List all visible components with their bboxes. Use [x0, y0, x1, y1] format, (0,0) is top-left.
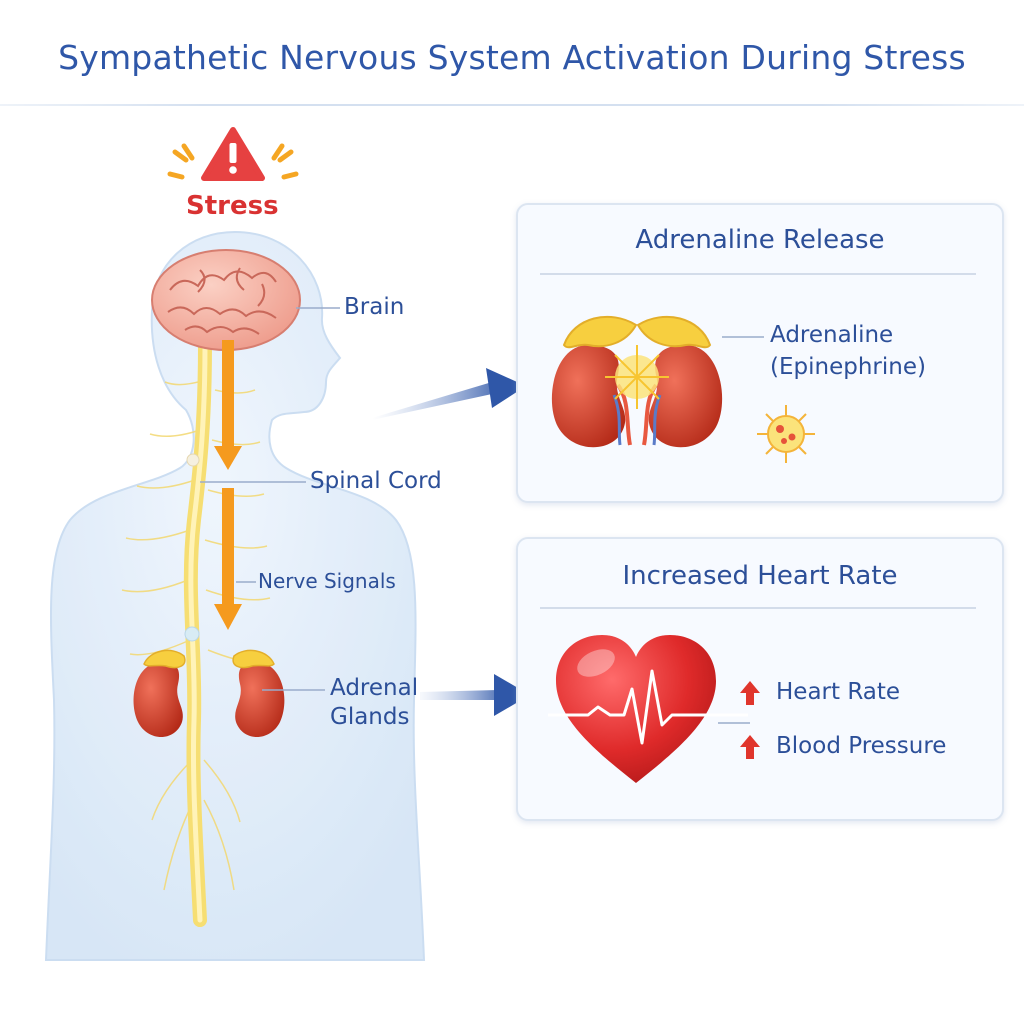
heart-rate-item: Heart Rate	[776, 679, 901, 705]
heart-illustration	[548, 635, 760, 783]
adrenaline-label-line2: (Epinephrine)	[770, 353, 926, 380]
kidney-icon	[551, 345, 723, 448]
leader-lines	[200, 307, 340, 691]
adrenaline-molecule-icon	[757, 405, 815, 463]
kidney-icon-right	[232, 649, 285, 737]
title-divider	[0, 104, 1024, 106]
adrenal-kidneys-illustration	[551, 315, 815, 463]
arrow-to-adrenaline-panel	[372, 368, 526, 420]
page-title: Sympathetic Nervous System Activation Du…	[58, 38, 966, 77]
adrenaline-panel-divider	[540, 273, 976, 275]
adrenaline-release-panel: Adrenaline Release	[516, 203, 1004, 503]
adrenaline-label: Adrenaline (Epinephrine)	[770, 320, 926, 383]
up-arrow-icon	[740, 681, 760, 705]
adrenal-gland-icon	[562, 315, 712, 349]
spinal-cord-icon	[183, 338, 212, 927]
adrenal-label-line2: Glands	[330, 703, 410, 730]
brain-icon	[151, 249, 301, 351]
stress-burst-lines	[167, 143, 299, 180]
heart-rate-panel: Increased Heart Rate Heart Rate Blood Pr…	[516, 537, 1004, 821]
adrenaline-panel-title: Adrenaline Release	[635, 225, 885, 255]
adrenaline-burst-center	[605, 345, 669, 409]
adrenal-glands-label: Adrenal Glands	[330, 674, 418, 732]
adrenal-label-line1: Adrenal	[330, 675, 419, 701]
heart-panel-divider	[540, 607, 976, 609]
heart-panel-title: Increased Heart Rate	[622, 561, 898, 591]
body-silhouette	[44, 230, 426, 961]
nerve-signals-label: Nerve Signals	[258, 569, 396, 593]
blood-pressure-item: Blood Pressure	[776, 733, 947, 759]
signal-arrow-upper	[214, 340, 242, 470]
spinal-cord-label: Spinal Cord	[310, 468, 442, 494]
warning-icon	[201, 127, 265, 181]
signal-arrow-lower	[214, 488, 242, 630]
kidney-icon-left	[133, 649, 186, 737]
up-arrow-icon	[740, 735, 760, 759]
brain-label: Brain	[344, 294, 405, 320]
pulse-line-icon	[548, 669, 748, 745]
stress-label: Stress	[186, 191, 279, 221]
adrenaline-label-line1: Adrenaline	[770, 322, 894, 348]
arrow-to-heart-panel	[420, 674, 530, 716]
